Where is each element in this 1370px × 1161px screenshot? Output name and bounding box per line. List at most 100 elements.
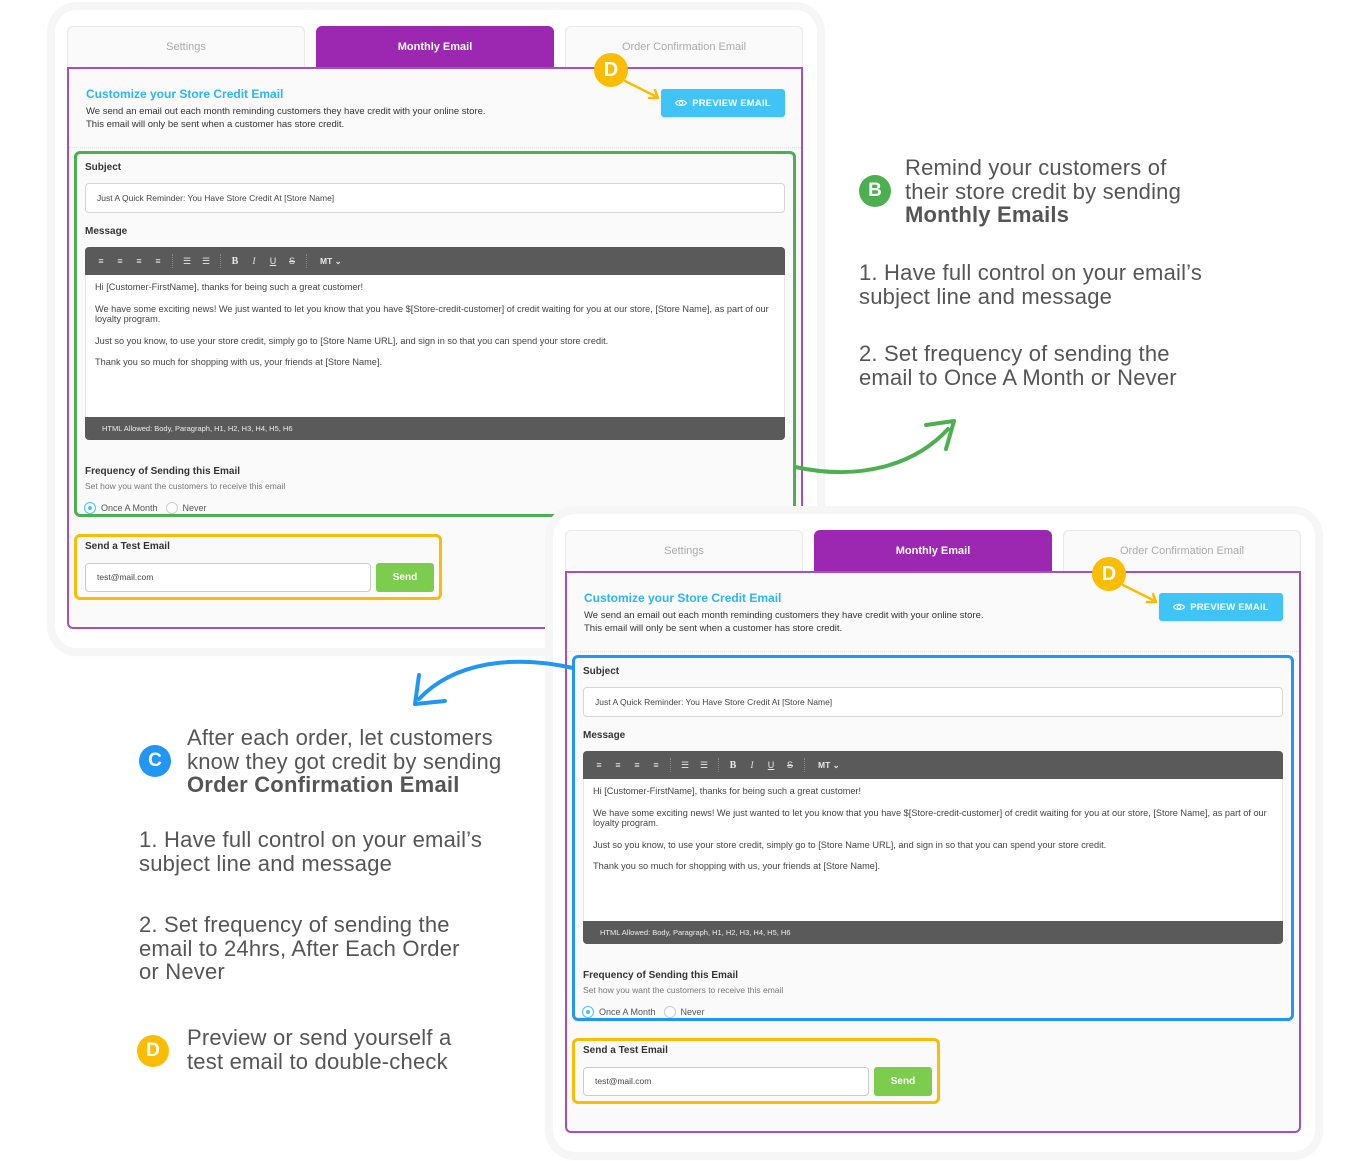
radio-once-a-month-label[interactable]: Once A Month (599, 1007, 656, 1017)
align-left-icon[interactable]: ≡ (98, 256, 104, 266)
callout-d-line-2: test email to double-check (187, 1048, 448, 1074)
message-label: Message (583, 730, 626, 741)
green-curved-arrow-icon (793, 419, 956, 474)
font-dropdown-label: MT (320, 255, 333, 266)
align-justify-icon[interactable]: ≡ (155, 256, 161, 266)
send-test-email-button[interactable]: Send (376, 563, 434, 592)
radio-once-a-month[interactable] (84, 502, 96, 514)
align-center-icon[interactable]: ≡ (117, 256, 123, 266)
callout-b-line-2: their store credit by sending (905, 178, 1182, 204)
underline-button[interactable]: U (269, 256, 277, 266)
send-test-email-button[interactable]: Send (874, 1067, 932, 1096)
subject-label: Subject (85, 162, 122, 173)
callout-c-point-2: 2. Set frequency of sending the email to… (139, 913, 460, 984)
divider (69, 147, 801, 148)
section-title: Customize your Store Credit Email (86, 87, 284, 101)
badge-d: D (137, 1035, 169, 1067)
callout-c-point-2-line-1: 2. Set frequency of sending the (139, 912, 450, 937)
tab-monthly-email[interactable]: Monthly Email (814, 530, 1052, 572)
strikethrough-button[interactable]: S (786, 760, 793, 770)
align-justify-icon[interactable]: ≡ (653, 760, 659, 770)
tab-content: Customize your Store Credit Email We sen… (565, 557, 1301, 1133)
subject-input[interactable]: Just A Quick Reminder: You Have Store Cr… (583, 687, 1283, 717)
description-line-2: This email will only be sent when a cust… (86, 119, 345, 130)
frequency-title: Frequency of Sending this Email (85, 466, 241, 477)
strikethrough-button[interactable]: S (288, 256, 295, 266)
badge-c: C (139, 745, 171, 777)
section-description: We send an email out each month remindin… (584, 609, 1104, 635)
toolbar-separator (804, 758, 805, 772)
callout-c-line-1: After each order, let customers (187, 725, 493, 750)
bullet-list-icon[interactable]: ☰ (680, 759, 690, 770)
font-dropdown[interactable]: MT ⌄ (320, 256, 342, 267)
message-editor: ≡ ≡ ≡ ≡ ☰ ☰ B I U S MT ⌄ Hi [Customer-Fi… (85, 247, 785, 441)
tab-settings[interactable]: Settings (565, 530, 803, 572)
callout-c-heading: After each order, let customers know the… (187, 726, 501, 797)
align-right-icon[interactable]: ≡ (634, 760, 640, 770)
highlight-box-email-editor (74, 151, 796, 517)
toolbar-separator (220, 254, 221, 268)
radio-never-label[interactable]: Never (182, 503, 207, 513)
callout-c-point-1: 1. Have full control on your email’s sub… (139, 828, 482, 875)
font-dropdown[interactable]: MT ⌄ (818, 760, 840, 771)
bullet-list-icon[interactable]: ☰ (182, 255, 192, 266)
test-email-input[interactable]: test@mail.com (583, 1067, 869, 1096)
bold-button[interactable]: B (231, 255, 239, 267)
frequency-subtitle: Set how you want the customers to receiv… (85, 481, 286, 491)
bold-button[interactable]: B (729, 759, 737, 771)
preview-email-label: PREVIEW EMAIL (1190, 601, 1269, 613)
message-paragraph: We have some exciting news! We just want… (95, 303, 769, 325)
message-body[interactable]: Hi [Customer-FirstName], thanks for bein… (583, 779, 1283, 923)
message-paragraph: We have some exciting news! We just want… (593, 807, 1267, 829)
tab-settings[interactable]: Settings (67, 26, 305, 68)
numbered-list-icon[interactable]: ☰ (201, 255, 211, 266)
chevron-down-icon: ⌄ (334, 255, 342, 266)
callout-c-emphasis: Order Confirmation Email (187, 772, 460, 797)
frequency-subtitle: Set how you want the customers to receiv… (583, 985, 784, 995)
radio-never[interactable] (165, 502, 178, 514)
marker-arrow-icon (623, 79, 660, 100)
monthly-email-panel-screenshot-2: Settings Monthly Email Order Confirmatio… (553, 514, 1315, 1152)
callout-b-point-1-line-2: subject line and message (859, 283, 1113, 309)
numbered-list-icon[interactable]: ☰ (699, 759, 709, 770)
italic-button[interactable]: I (750, 760, 754, 770)
subject-input[interactable]: Just A Quick Reminder: You Have Store Cr… (85, 183, 785, 213)
radio-never[interactable] (663, 1006, 676, 1018)
message-body[interactable]: Hi [Customer-FirstName], thanks for bein… (85, 275, 785, 419)
callout-b-point-1: 1. Have full control on your email’s sub… (859, 261, 1202, 308)
radio-once-a-month-label[interactable]: Once A Month (101, 503, 158, 513)
test-email-title: Send a Test Email (583, 1045, 668, 1056)
underline-button[interactable]: U (767, 760, 775, 770)
radio-never-label[interactable]: Never (680, 1007, 705, 1017)
message-label: Message (85, 226, 128, 237)
radio-once-a-month[interactable] (582, 1006, 594, 1018)
html-allowed-note: HTML Allowed: Body, Paragraph, H1, H2, H… (583, 921, 1283, 944)
align-left-icon[interactable]: ≡ (596, 760, 602, 770)
toolbar-separator (670, 758, 671, 772)
divider (567, 651, 1299, 652)
callout-b-point-2-line-1: 2. Set frequency of sending the (859, 341, 1170, 366)
align-center-icon[interactable]: ≡ (615, 760, 621, 770)
callout-c-point-2-line-2: email to 24hrs, After Each Order (139, 935, 460, 961)
callout-d-line-1: Preview or send yourself a (187, 1025, 452, 1050)
message-paragraph: Just so you know, to use your store cred… (593, 839, 1107, 850)
preview-email-label: PREVIEW EMAIL (692, 97, 771, 109)
description-line-1: We send an email out each month remindin… (584, 610, 984, 621)
eye-icon (1173, 603, 1186, 611)
preview-email-button[interactable]: PREVIEW EMAIL (661, 89, 785, 117)
italic-button[interactable]: I (252, 256, 256, 266)
section-description: We send an email out each month remindin… (86, 105, 606, 131)
description-line-2: This email will only be sent when a cust… (584, 623, 843, 634)
callout-c-point-2-line-3: or Never (139, 959, 225, 984)
highlight-box-test-email (74, 534, 442, 600)
align-right-icon[interactable]: ≡ (136, 256, 142, 266)
test-email-input[interactable]: test@mail.com (85, 563, 371, 592)
frequency-radio-group: Once A Month Never (582, 1006, 713, 1018)
callout-b-point-1-line-1: 1. Have full control on your email’s (859, 260, 1203, 285)
message-paragraph: Thank you so much for shopping with us, … (95, 357, 382, 367)
highlight-box-test-email (572, 1038, 940, 1104)
callout-c-point-1-line-1: 1. Have full control on your email’s (139, 827, 483, 852)
preview-email-button[interactable]: PREVIEW EMAIL (1159, 593, 1283, 621)
tab-monthly-email[interactable]: Monthly Email (316, 26, 554, 68)
font-dropdown-label: MT (818, 759, 831, 770)
